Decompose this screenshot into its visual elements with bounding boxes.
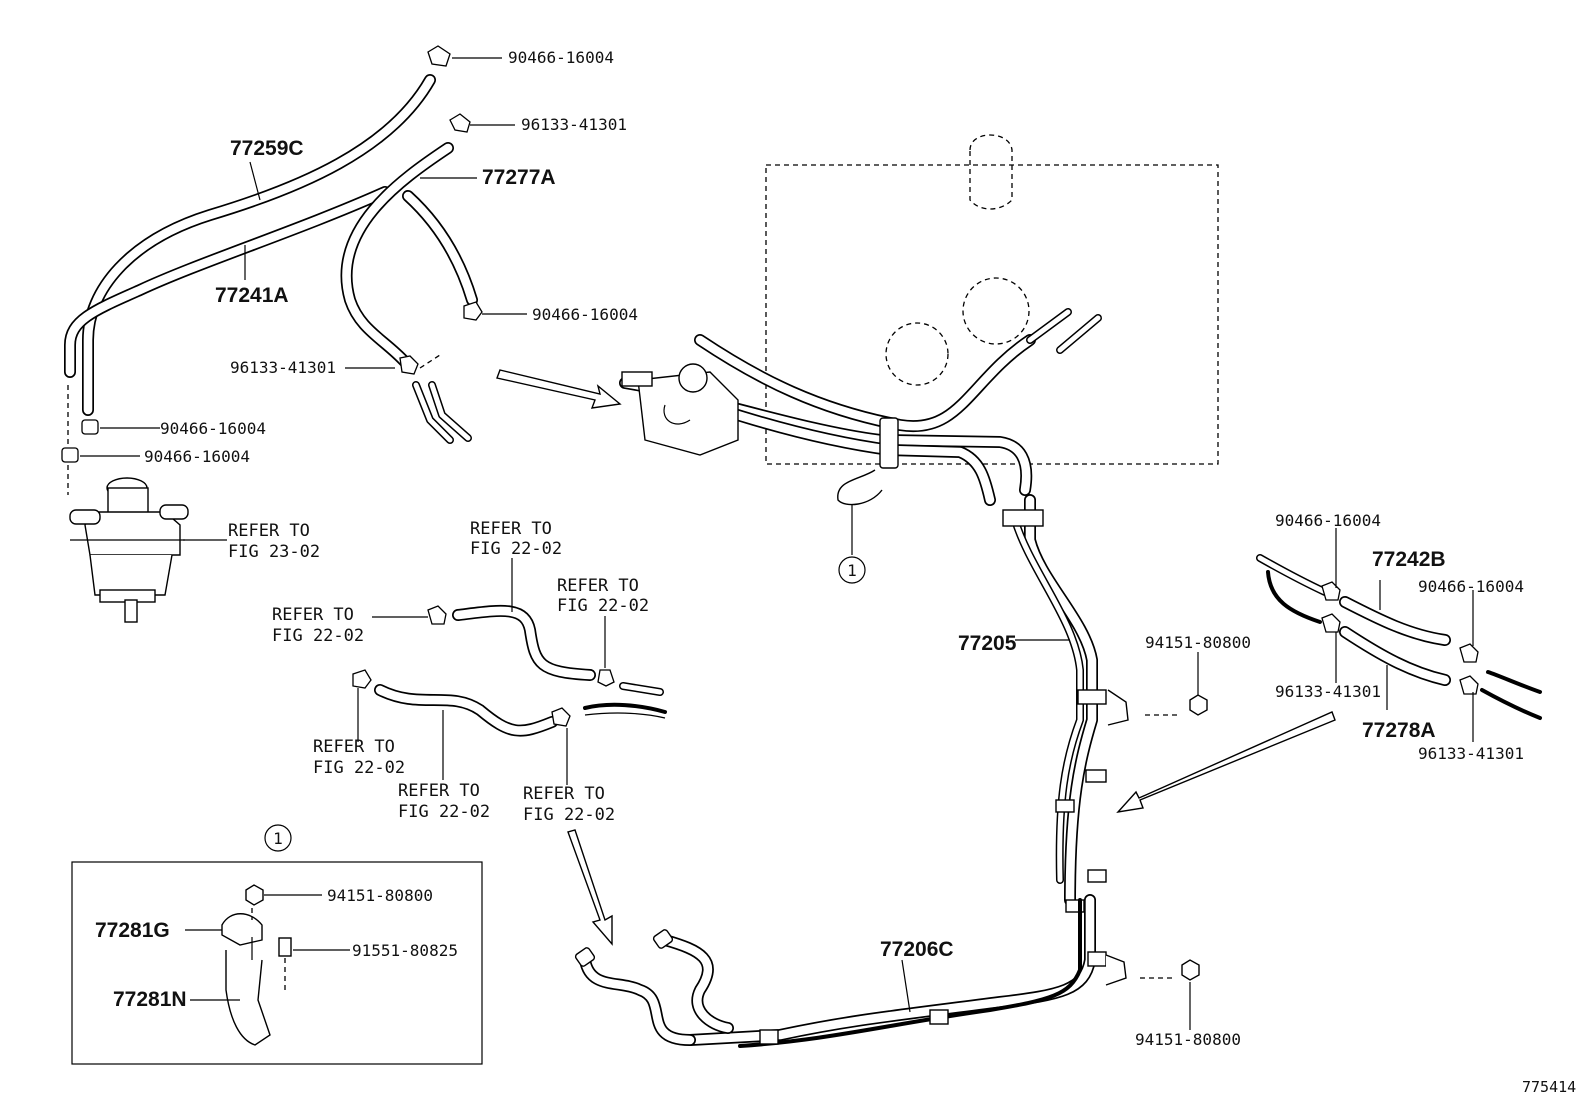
part-labels: 90466-16004 96133-41301 77259C 77277A 77…	[95, 48, 1576, 1096]
part-number-label: 96133-41301	[521, 115, 627, 134]
direction-arrow-icon	[496, 369, 1336, 946]
detail-inset	[71, 861, 483, 1065]
part-number-label: 94151-80800	[1135, 1030, 1241, 1049]
refer-to-label: REFER TO	[523, 784, 605, 804]
clamp-1	[837, 417, 899, 555]
fuel-tank-outline	[765, 134, 1219, 465]
part-number-label: 90466-16004	[508, 48, 614, 67]
leader-lines	[80, 57, 1474, 1030]
part-label-77205: 77205	[958, 632, 1017, 655]
refer-to-label: REFER TO	[557, 576, 639, 596]
part-number-label: 90466-16004	[144, 447, 250, 466]
hose-77259C	[82, 74, 436, 416]
hose-refer-middle	[352, 604, 667, 737]
nut-icon	[1181, 694, 1208, 981]
fig-ref-label: FIG 22-02	[470, 539, 562, 559]
part-label-77281N: 77281N	[113, 988, 187, 1011]
part-label-77206C: 77206C	[880, 938, 954, 961]
part-number-label: 90466-16004	[1275, 511, 1381, 530]
part-number-label: 96133-41301	[230, 358, 336, 377]
refer-to-label: REFER TO	[398, 781, 480, 801]
refer-to-label: REFER TO	[228, 521, 310, 541]
part-number-label: 90466-16004	[532, 305, 638, 324]
clip-icon	[61, 45, 483, 463]
callout-marker: 1 1	[264, 556, 866, 852]
pipe-77206C	[684, 894, 1175, 1048]
part-label-77241A: 77241A	[215, 284, 289, 307]
part-label-77281G: 77281G	[95, 919, 170, 942]
part-number-label: 94151-80800	[1145, 633, 1251, 652]
fig-ref-label: FIG 22-02	[398, 802, 490, 822]
charcoal-canister	[67, 385, 189, 623]
refer-to-label: REFER TO	[470, 519, 552, 539]
refer-to-label: REFER TO	[313, 737, 395, 757]
drawing-number: 775414	[1522, 1078, 1576, 1096]
pipe-77205	[1002, 494, 1180, 913]
hose-lower-left	[574, 929, 734, 1046]
vapor-canister-center	[621, 363, 739, 456]
part-number-label: 96133-41301	[1275, 682, 1381, 701]
fig-ref-label: FIG 22-02	[272, 626, 364, 646]
fig-ref-label: FIG 22-02	[313, 758, 405, 778]
callout-label: 1	[273, 829, 283, 848]
fig-ref-label: FIG 22-02	[557, 596, 649, 616]
part-label-77242B: 77242B	[1372, 548, 1446, 571]
fig-ref-label: FIG 22-02	[523, 805, 615, 825]
part-label-77277A: 77277A	[482, 166, 556, 189]
hose-77277A	[340, 142, 478, 368]
part-number-label: 90466-16004	[1418, 577, 1524, 596]
part-number-label: 90466-16004	[160, 419, 266, 438]
callout-label: 1	[847, 561, 857, 580]
part-label-77259C: 77259C	[230, 137, 304, 160]
hose-77241A	[64, 186, 391, 378]
refer-to-label: REFER TO	[272, 605, 354, 625]
part-number-label: 96133-41301	[1418, 744, 1524, 763]
part-label-77278A: 77278A	[1362, 719, 1436, 742]
hose-77242B-77278A	[1256, 554, 1542, 720]
pipe-ends-left	[412, 381, 472, 444]
part-number-label: 94151-80800	[327, 886, 433, 905]
part-number-label: 91551-80825	[352, 941, 458, 960]
fig-ref-label: FIG 23-02	[228, 542, 320, 562]
